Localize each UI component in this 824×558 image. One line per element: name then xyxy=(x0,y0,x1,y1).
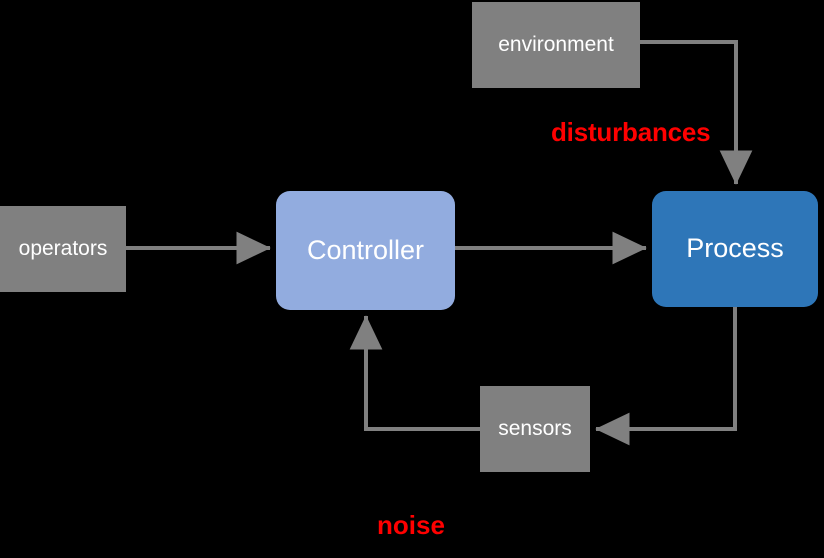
block-controller[interactable]: Controller xyxy=(276,191,455,310)
block-operators-label: operators xyxy=(18,237,108,261)
block-environment[interactable]: environment xyxy=(472,2,640,88)
block-operators[interactable]: operators xyxy=(0,206,126,292)
annotation-disturbances: disturbances xyxy=(551,117,711,147)
block-process-label: Process xyxy=(686,233,784,264)
edge-environment-to-process xyxy=(640,40,753,185)
edge-process-to-sensors xyxy=(595,307,737,446)
block-process[interactable]: Process xyxy=(652,191,818,307)
block-controller-label: Controller xyxy=(306,234,425,265)
edge-sensors-to-controller xyxy=(349,315,480,431)
block-sensors-label: sensors xyxy=(498,417,572,441)
block-sensors[interactable]: sensors xyxy=(480,386,590,472)
block-environment-label: environment xyxy=(498,33,614,57)
annotation-noise: noise xyxy=(377,510,445,540)
